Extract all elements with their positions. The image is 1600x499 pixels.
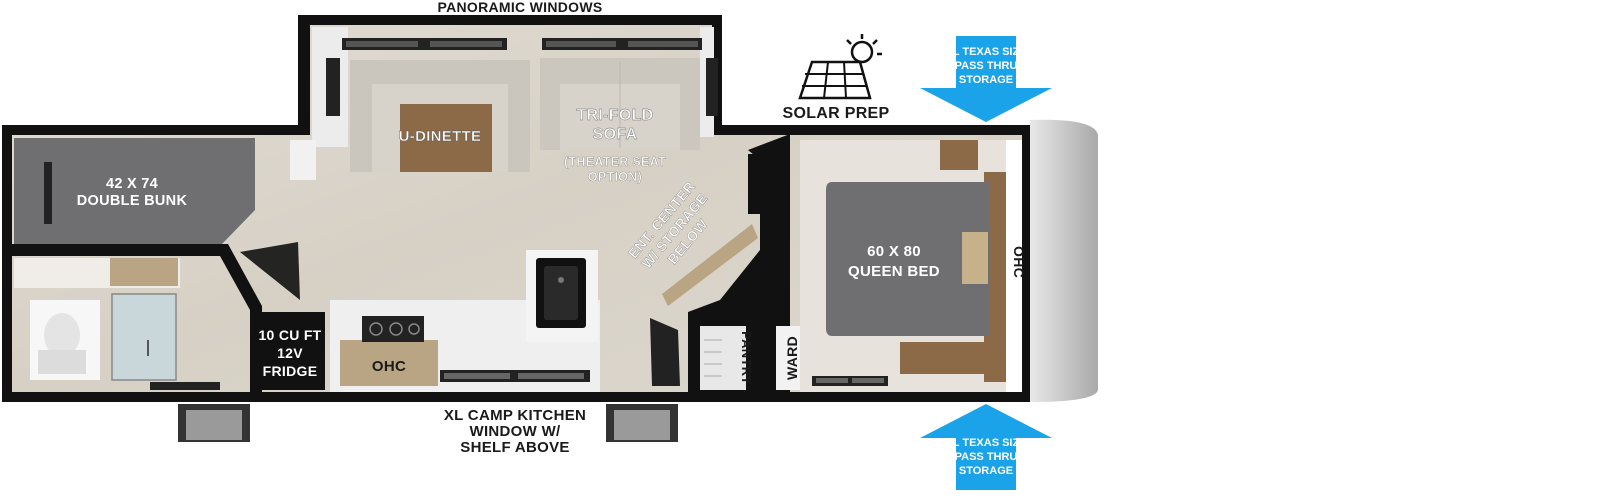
storage-bottom-line1: XL TEXAS SIZE — [945, 437, 1026, 449]
u-dinette — [350, 60, 530, 172]
pantry-label: PANTRY — [739, 331, 754, 385]
fridge-label-line2: 12V — [277, 345, 303, 361]
storage-arrow-bottom — [920, 404, 1052, 490]
shower-icon — [111, 293, 177, 381]
u-dinette-label: U-DINETTE — [399, 128, 482, 145]
fridge-label-line3: FRIDGE — [263, 363, 318, 379]
dinette-table — [400, 104, 492, 172]
kitchen-ohc-label: OHC — [372, 358, 406, 375]
camp-kitchen-line1: XL CAMP KITCHEN — [444, 407, 586, 424]
ent-center-cabinet — [662, 224, 758, 306]
storage-top-line1: XL TEXAS SIZE — [945, 46, 1026, 58]
cooktop-icon — [362, 316, 424, 342]
window-side-left — [326, 58, 340, 116]
fridge-label-line1: 10 CU FT — [258, 327, 321, 343]
camp-kitchen-line2: WINDOW W/ — [469, 423, 561, 440]
sink-icon — [536, 258, 586, 328]
tri-fold-sofa — [540, 58, 700, 150]
solar-prep-label: SOLAR PREP — [782, 105, 889, 122]
bedroom-shelf-bottom — [900, 342, 984, 374]
kitchen-ohc-cabinet — [340, 340, 438, 386]
storage-top-line3: STORAGE — [959, 74, 1013, 86]
bedroom-nightstand-top — [940, 140, 978, 170]
camp-kitchen-line3: SHELF ABOVE — [460, 439, 569, 456]
solar-panel-icon — [798, 34, 882, 100]
bathroom — [14, 258, 220, 390]
storage-bottom-line3: STORAGE — [959, 465, 1013, 477]
window-side-right — [706, 58, 718, 116]
bunk-label-line2: DOUBLE BUNK — [77, 193, 188, 209]
queen-bed — [826, 182, 990, 336]
sofa-label-line2: SOFA — [593, 126, 638, 143]
storage-bottom-line2: PASS THRU — [955, 451, 1018, 463]
bath-window — [150, 382, 220, 390]
panoramic-windows-label: PANORAMIC WINDOWS — [437, 0, 602, 15]
door-steps — [650, 318, 680, 386]
double-bunk — [14, 138, 316, 244]
sofa-label-line1: TRI-FOLD — [576, 107, 653, 124]
theater-seat-line2: OPTION) — [588, 170, 642, 184]
ward-label: WARD — [784, 336, 800, 380]
bed-pillow — [962, 232, 988, 284]
queen-bed-line1: 60 X 80 — [867, 243, 921, 260]
toilet-icon — [30, 300, 100, 380]
storage-arrow-top — [920, 36, 1052, 122]
bedroom-window — [812, 376, 888, 386]
bunk-label-line1: 42 X 74 — [106, 176, 158, 192]
entry-door-swing — [240, 242, 300, 300]
bedroom-ohc-label: OHC — [1011, 246, 1027, 278]
bedroom-ohc-strip — [1006, 140, 1022, 392]
bunk-window — [44, 162, 52, 224]
storage-top-line2: PASS THRU — [955, 60, 1018, 72]
fridge — [253, 312, 325, 390]
pantry — [700, 326, 746, 390]
panoramic-windows — [326, 38, 718, 116]
queen-bed-line2: QUEEN BED — [848, 263, 940, 280]
front-cap — [1030, 119, 1098, 402]
theater-seat-line1: (THEATER SEAT — [564, 155, 666, 169]
